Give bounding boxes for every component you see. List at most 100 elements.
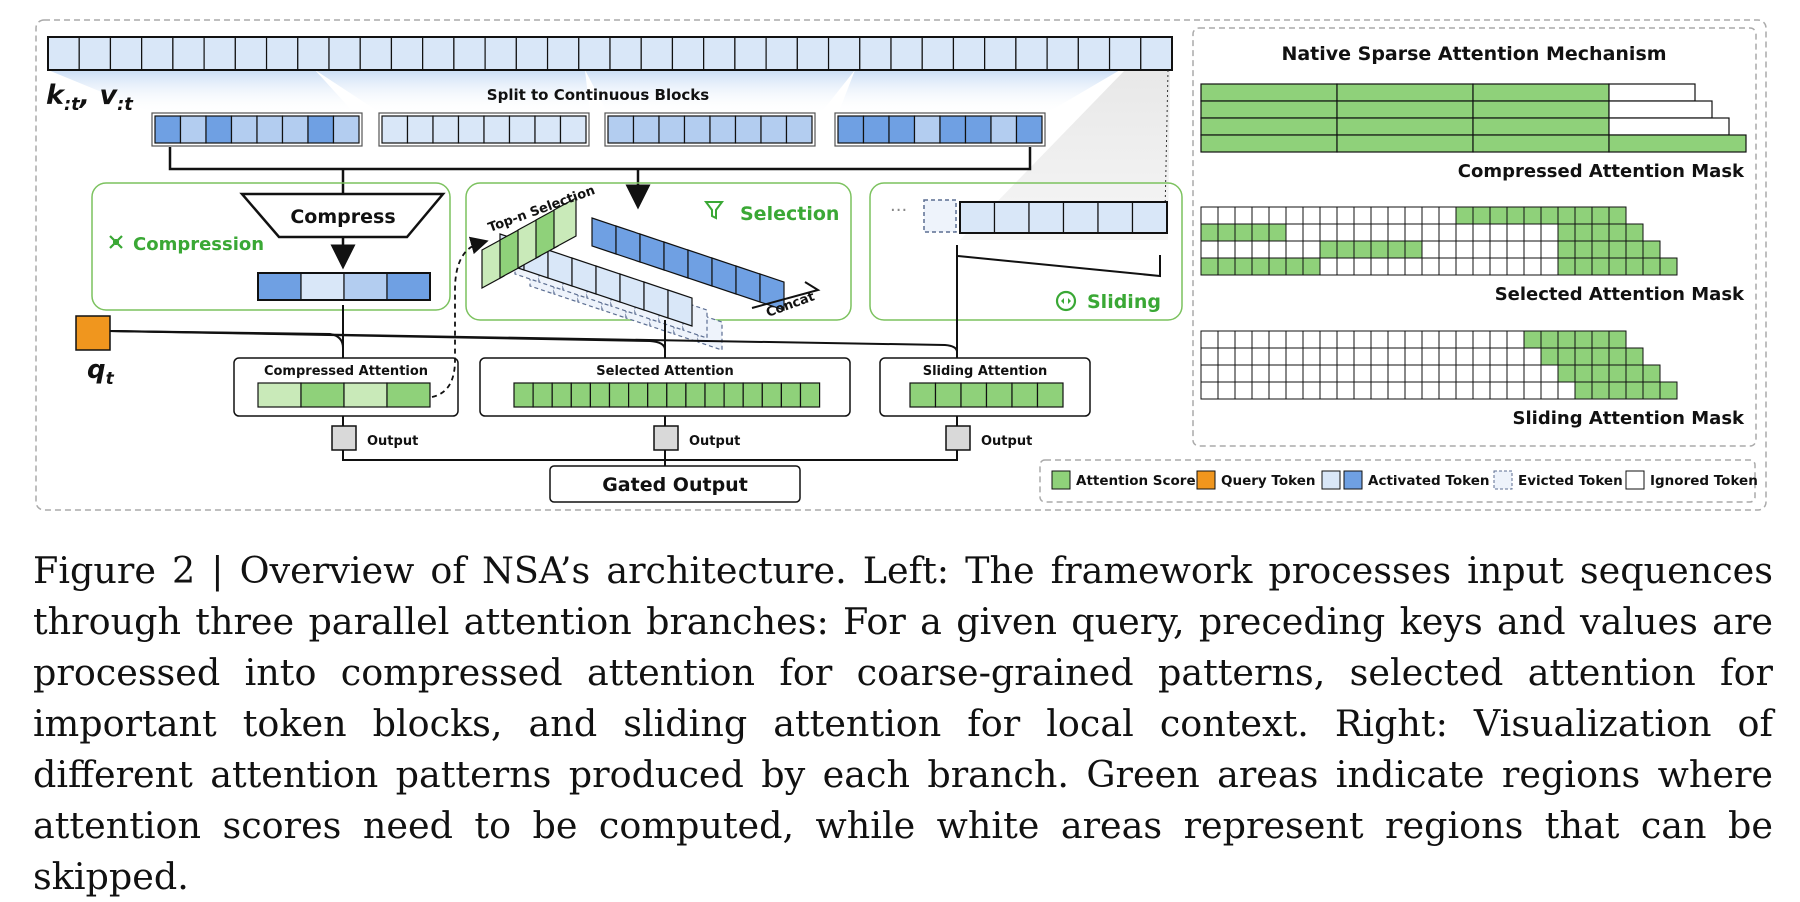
sliding-mask-cell-active — [1591, 330, 1610, 349]
sliding-mask-cell-ignored — [1336, 364, 1355, 383]
selected-mask-cell-ignored — [1506, 240, 1525, 259]
concat-bracket — [751, 281, 821, 309]
selected-mask-cell-active — [1268, 223, 1287, 242]
compressed-mask-block — [1200, 83, 1338, 102]
output-gate-sliding — [945, 425, 971, 451]
sliding-mask-cell-ignored — [1523, 364, 1542, 383]
sliding-mask-cell-active — [1523, 330, 1542, 349]
sliding-mask-cell-ignored — [1302, 364, 1321, 383]
sliding-mask-cell-ignored — [1421, 347, 1440, 366]
sliding-mask-cell-ignored — [1387, 364, 1406, 383]
sliding-mask-cell-ignored — [1234, 330, 1253, 349]
sliding-mask-cell-ignored — [1370, 364, 1389, 383]
compressed-mask-block — [1200, 100, 1338, 119]
kv-token — [578, 36, 611, 71]
sliding-mask-cell-ignored — [1234, 364, 1253, 383]
output-gate-selected — [653, 425, 679, 451]
selected-mask-cell-active — [1234, 257, 1253, 276]
block-token — [785, 115, 813, 144]
compressed-mask-block — [1472, 134, 1610, 153]
sliding-mask-cell-ignored — [1540, 364, 1559, 383]
sliding-mask-cell-ignored — [1404, 364, 1423, 383]
sliding-mask-cell-ignored — [1472, 330, 1491, 349]
block-token — [837, 115, 865, 144]
compressed-mask-block — [1472, 100, 1610, 119]
kv-token — [172, 36, 205, 71]
selected-mask-cell-ignored — [1319, 257, 1338, 276]
sliding-token — [1131, 201, 1168, 234]
sliding-mask-cell-ignored — [1200, 330, 1219, 349]
selected-mask-cell-active — [1591, 240, 1610, 259]
selected-mask-cell-ignored — [1472, 223, 1491, 242]
legend-label-ignored-token: Ignored Token — [1650, 473, 1758, 489]
kv-token — [141, 36, 174, 71]
sliding-mask-cell-ignored — [1285, 330, 1304, 349]
selected-mask-cell-active — [1540, 206, 1559, 225]
selected-mask-cell-ignored — [1506, 257, 1525, 276]
compressed-mask-ignored — [1608, 83, 1696, 102]
kv-token — [890, 36, 923, 71]
sliding-mask-cell-ignored — [1285, 364, 1304, 383]
sliding-mask-cell-active — [1591, 364, 1610, 383]
mask-panel-title: Native Sparse Attention Mechanism — [1281, 43, 1666, 65]
sliding-mask-cell-ignored — [1455, 347, 1474, 366]
kv-token — [546, 36, 580, 71]
sliding-mask-cell-ignored — [1336, 381, 1355, 400]
continuous-blocks — [151, 112, 1046, 147]
kv-token — [47, 36, 80, 71]
kv-token — [1046, 36, 1079, 71]
block-token — [709, 115, 737, 144]
selected-attention-label: Selected Attention — [596, 364, 733, 379]
sliding-mask-cell-ignored — [1455, 330, 1474, 349]
selected-mask-cell-ignored — [1200, 240, 1219, 259]
sliding-token — [959, 201, 996, 234]
sliding-mask-cell-active — [1608, 381, 1627, 400]
sliding-mask-cell-ignored — [1217, 330, 1236, 349]
sliding-mask-cell-ignored — [1353, 381, 1372, 400]
selected-score-cell — [799, 382, 821, 408]
sliding-bracket — [957, 255, 1161, 278]
block-token — [888, 115, 916, 144]
sliding-mask-cell-ignored — [1523, 381, 1542, 400]
sliding-mask-cell-ignored — [1234, 347, 1253, 366]
selection-block-token — [687, 249, 713, 287]
sliding-score-cell — [960, 382, 988, 408]
selected-mask-cell-active — [1523, 206, 1542, 225]
kv-token — [390, 36, 424, 71]
sliding-mask-cell-active — [1659, 381, 1678, 400]
sliding-token — [1097, 201, 1134, 234]
sliding-score-cell — [934, 382, 962, 408]
block-token — [964, 115, 992, 144]
kv-token — [453, 36, 486, 71]
selected-mask-cell-ignored — [1506, 223, 1525, 242]
sliding-mask-cell-ignored — [1506, 330, 1525, 349]
sliding-mask-cell-active — [1642, 364, 1661, 383]
block-group-outline — [378, 112, 590, 147]
blocks-bus — [168, 147, 1032, 171]
selected-mask-cell-ignored — [1302, 206, 1321, 225]
block-token — [939, 115, 967, 144]
block-token — [559, 115, 587, 144]
sliding-mask-cell-ignored — [1268, 330, 1287, 349]
selection-stack — [481, 196, 821, 351]
block-token — [457, 115, 485, 144]
selected-score-cell — [742, 382, 763, 408]
kv-token — [1077, 36, 1111, 71]
compressed-mask-block — [1336, 100, 1474, 119]
selected-mask-cell-ignored — [1438, 206, 1457, 225]
sliding-mask-cell-ignored — [1489, 364, 1508, 383]
compress-box — [239, 192, 446, 239]
compressed-mask-label: Compressed Attention Mask — [1458, 161, 1745, 182]
sliding-mask-cell-ignored — [1285, 347, 1304, 366]
kv-token — [515, 36, 549, 71]
selected-mask-cell-active — [1251, 223, 1270, 242]
sliding-score-cell — [1011, 382, 1039, 408]
sliding-mask-cell-active — [1591, 381, 1610, 400]
sliding-mask-cell-active — [1625, 364, 1644, 383]
compressed-mask-block — [1472, 83, 1610, 102]
sliding-attention-scores — [909, 382, 1064, 408]
sliding-mask-cell-ignored — [1489, 381, 1508, 400]
kv-token — [671, 36, 705, 71]
selected-mask-cell-ignored — [1268, 240, 1287, 259]
sliding-mask-cell-ignored — [1353, 330, 1372, 349]
